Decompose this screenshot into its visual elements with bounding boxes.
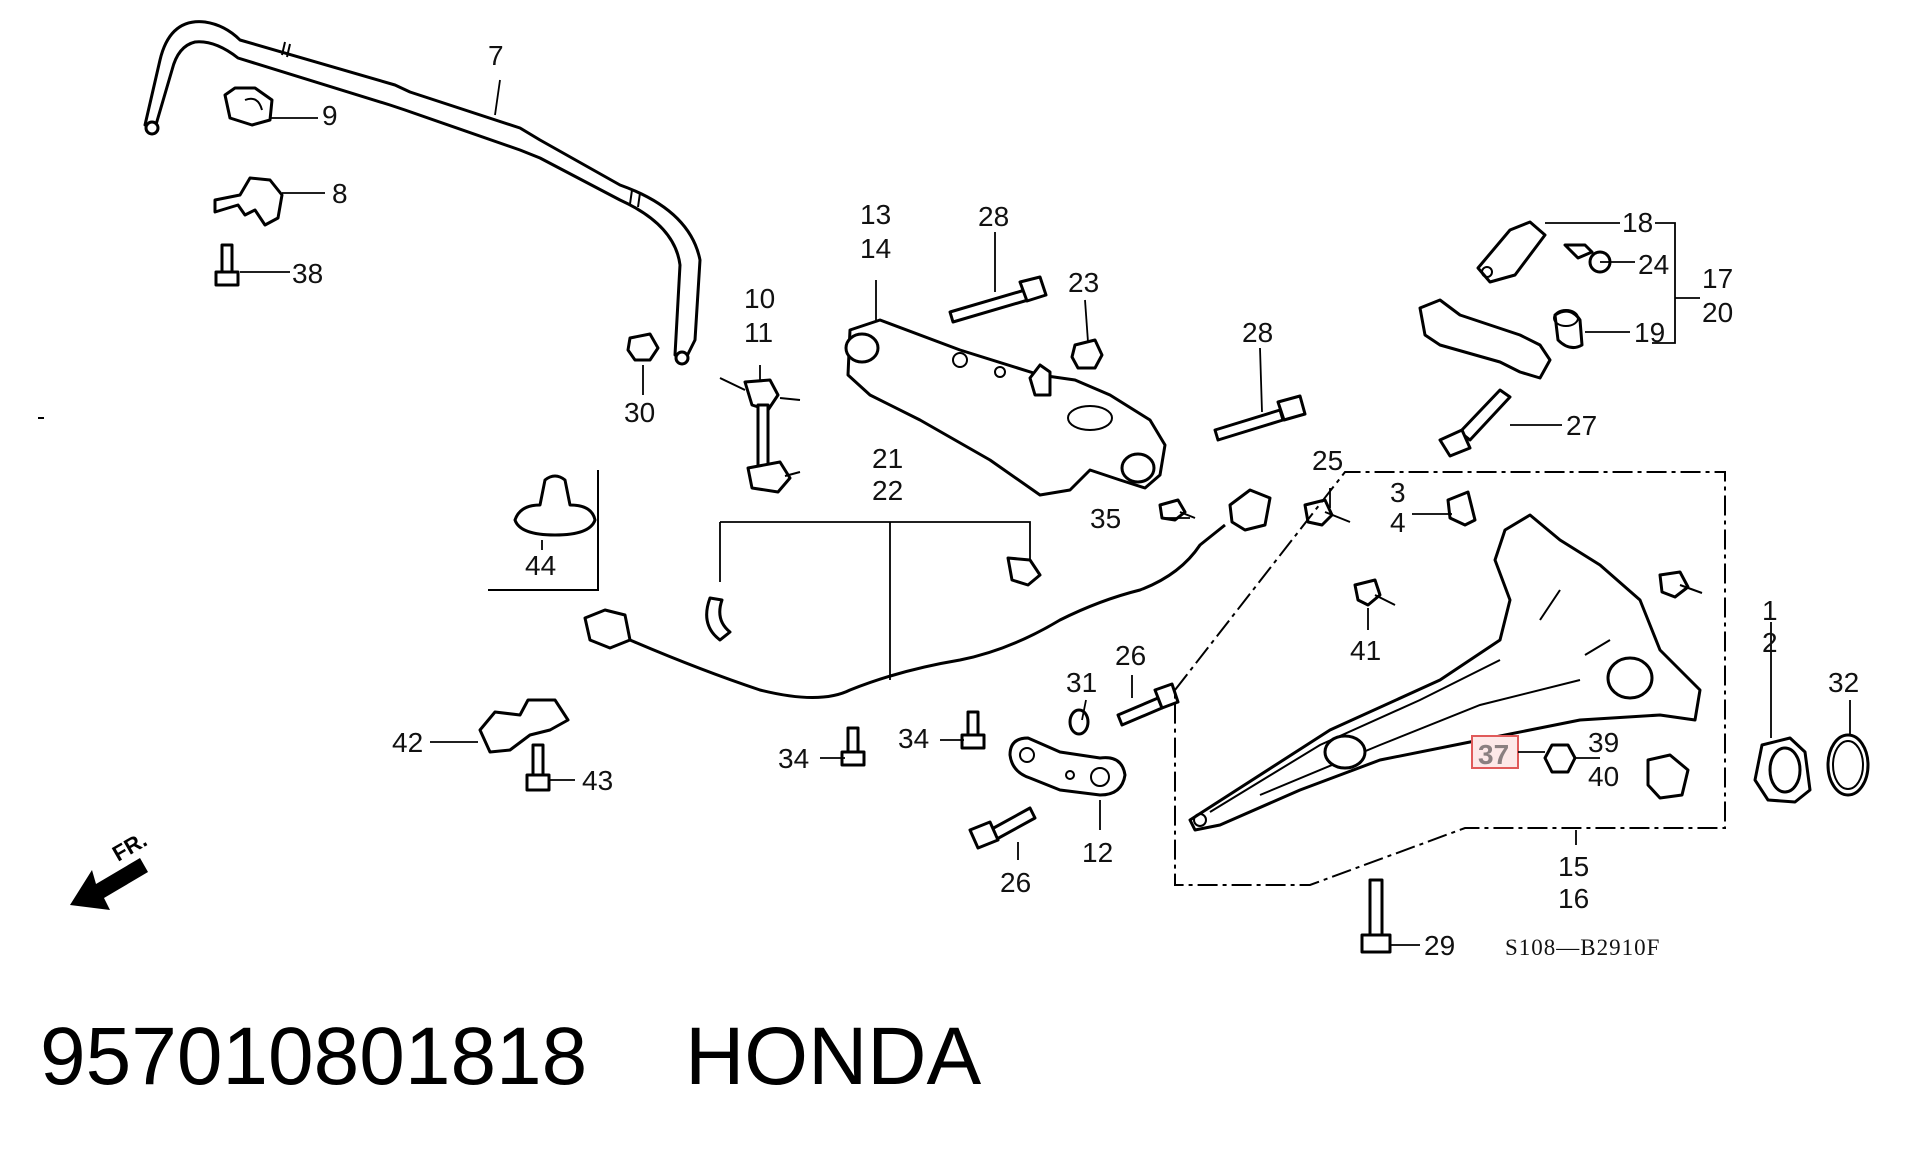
o-ring[interactable] <box>1826 733 1870 797</box>
callout-18: 18 <box>1622 207 1653 238</box>
bolt-26-a[interactable] <box>1116 682 1180 727</box>
front-direction-marker: FR. <box>70 827 151 910</box>
nut-37[interactable] <box>1543 743 1577 774</box>
hub-bearing[interactable] <box>1753 736 1812 804</box>
stabilizer-bar[interactable] <box>143 20 702 366</box>
bushing-19[interactable] <box>1553 309 1584 350</box>
compensator-link[interactable] <box>1008 736 1127 797</box>
bolt-43[interactable] <box>525 743 551 792</box>
callout-20: 20 <box>1702 297 1733 328</box>
callout-34-b: 34 <box>898 723 929 754</box>
bolt-29[interactable] <box>1360 878 1392 954</box>
callout-35: 35 <box>1090 503 1121 534</box>
callout-26-a: 26 <box>1115 640 1146 671</box>
callout-24: 24 <box>1638 249 1669 280</box>
callout-39: 39 <box>1588 727 1619 758</box>
upper-arm[interactable] <box>1418 298 1552 380</box>
callout-11: 11 <box>744 317 773 348</box>
cover-39-40[interactable] <box>1646 753 1690 800</box>
stabilizer-holder[interactable] <box>213 176 284 227</box>
callout-44: 44 <box>525 550 556 581</box>
upper-arm-bushing-18[interactable] <box>1476 220 1547 284</box>
front-arrow-icon <box>70 858 148 910</box>
bolt-34-a[interactable] <box>840 726 866 767</box>
parts-diagram: 7 9 8 38 30 10 11 13 14 28 23 28 18 24 1… <box>38 20 1870 961</box>
callout-27: 27 <box>1566 410 1597 441</box>
callout-43: 43 <box>582 765 613 796</box>
front-label: FR. <box>108 827 151 866</box>
bolt-35[interactable] <box>1158 498 1196 522</box>
drawing-code: S108—B2910F <box>1505 935 1660 960</box>
callout-23: 23 <box>1068 267 1099 298</box>
callout-38: 38 <box>292 258 323 289</box>
callout-29: 29 <box>1424 930 1455 961</box>
bolt-28-a[interactable] <box>948 275 1048 324</box>
abs-sensor-harness[interactable] <box>583 488 1272 699</box>
part-caption: 957010801818 HONDA <box>40 1010 1056 1104</box>
callout-labels: 7 9 8 38 30 10 11 13 14 28 23 28 18 24 1… <box>292 40 1859 961</box>
stabilizer-bushing[interactable] <box>223 86 274 127</box>
callout-42: 42 <box>392 727 423 758</box>
callout-32: 32 <box>1828 667 1859 698</box>
bolt-24[interactable] <box>1563 243 1612 274</box>
bolt-41[interactable] <box>1353 578 1396 607</box>
bolt-34-b[interactable] <box>960 710 986 750</box>
callout-21: 21 <box>872 443 903 474</box>
callout-19: 19 <box>1634 317 1665 348</box>
callout-28-a: 28 <box>978 201 1009 232</box>
callout-12: 12 <box>1082 837 1113 868</box>
callout-17: 17 <box>1702 263 1733 294</box>
callout-22: 22 <box>872 475 903 506</box>
rubber-mount[interactable] <box>488 470 599 591</box>
callout-25: 25 <box>1312 445 1343 476</box>
callout-28-b: 28 <box>1242 317 1273 348</box>
callout-15: 15 <box>1558 851 1589 882</box>
callout-9: 9 <box>322 100 338 131</box>
callout-14: 14 <box>860 233 891 264</box>
callout-2: 2 <box>1762 627 1778 658</box>
callout-8: 8 <box>332 178 348 209</box>
rear-lower-arm[interactable] <box>844 318 1167 497</box>
harness-bracket-42[interactable] <box>478 698 570 754</box>
bolt-near-arm[interactable] <box>1658 570 1703 599</box>
callout-31: 31 <box>1066 667 1097 698</box>
nut-23[interactable] <box>1070 338 1104 370</box>
bolt-27[interactable] <box>1438 388 1512 458</box>
stabilizer-link[interactable] <box>719 377 801 494</box>
brand-name: HONDA <box>685 1011 982 1102</box>
part-number: 957010801818 <box>40 1011 588 1102</box>
callout-16: 16 <box>1558 883 1589 914</box>
leader-lines <box>240 79 1851 946</box>
callout-10: 10 <box>744 283 775 314</box>
callout-4: 4 <box>1390 507 1406 538</box>
callout-40: 40 <box>1588 761 1619 792</box>
callout-34-a: 34 <box>778 743 809 774</box>
flange-bolt-38[interactable] <box>214 243 240 287</box>
bracket-3-4[interactable] <box>1446 490 1477 527</box>
nut-30[interactable] <box>626 332 660 362</box>
washer-31[interactable] <box>1068 708 1090 736</box>
callout-26-b: 26 <box>1000 867 1031 898</box>
highlight-part-37[interactable]: 37 <box>1471 735 1545 770</box>
trailing-arm[interactable] <box>1188 513 1702 832</box>
callout-30: 30 <box>624 397 655 428</box>
callout-13: 13 <box>860 199 891 230</box>
callout-37: 37 <box>1478 739 1509 770</box>
bolt-25[interactable] <box>1303 498 1351 527</box>
bolt-28-b[interactable] <box>1213 394 1307 442</box>
callout-1: 1 <box>1762 595 1778 626</box>
callout-7: 7 <box>488 40 504 71</box>
callout-3: 3 <box>1390 477 1406 508</box>
bolt-26-b[interactable] <box>968 806 1037 850</box>
callout-41: 41 <box>1350 635 1381 666</box>
